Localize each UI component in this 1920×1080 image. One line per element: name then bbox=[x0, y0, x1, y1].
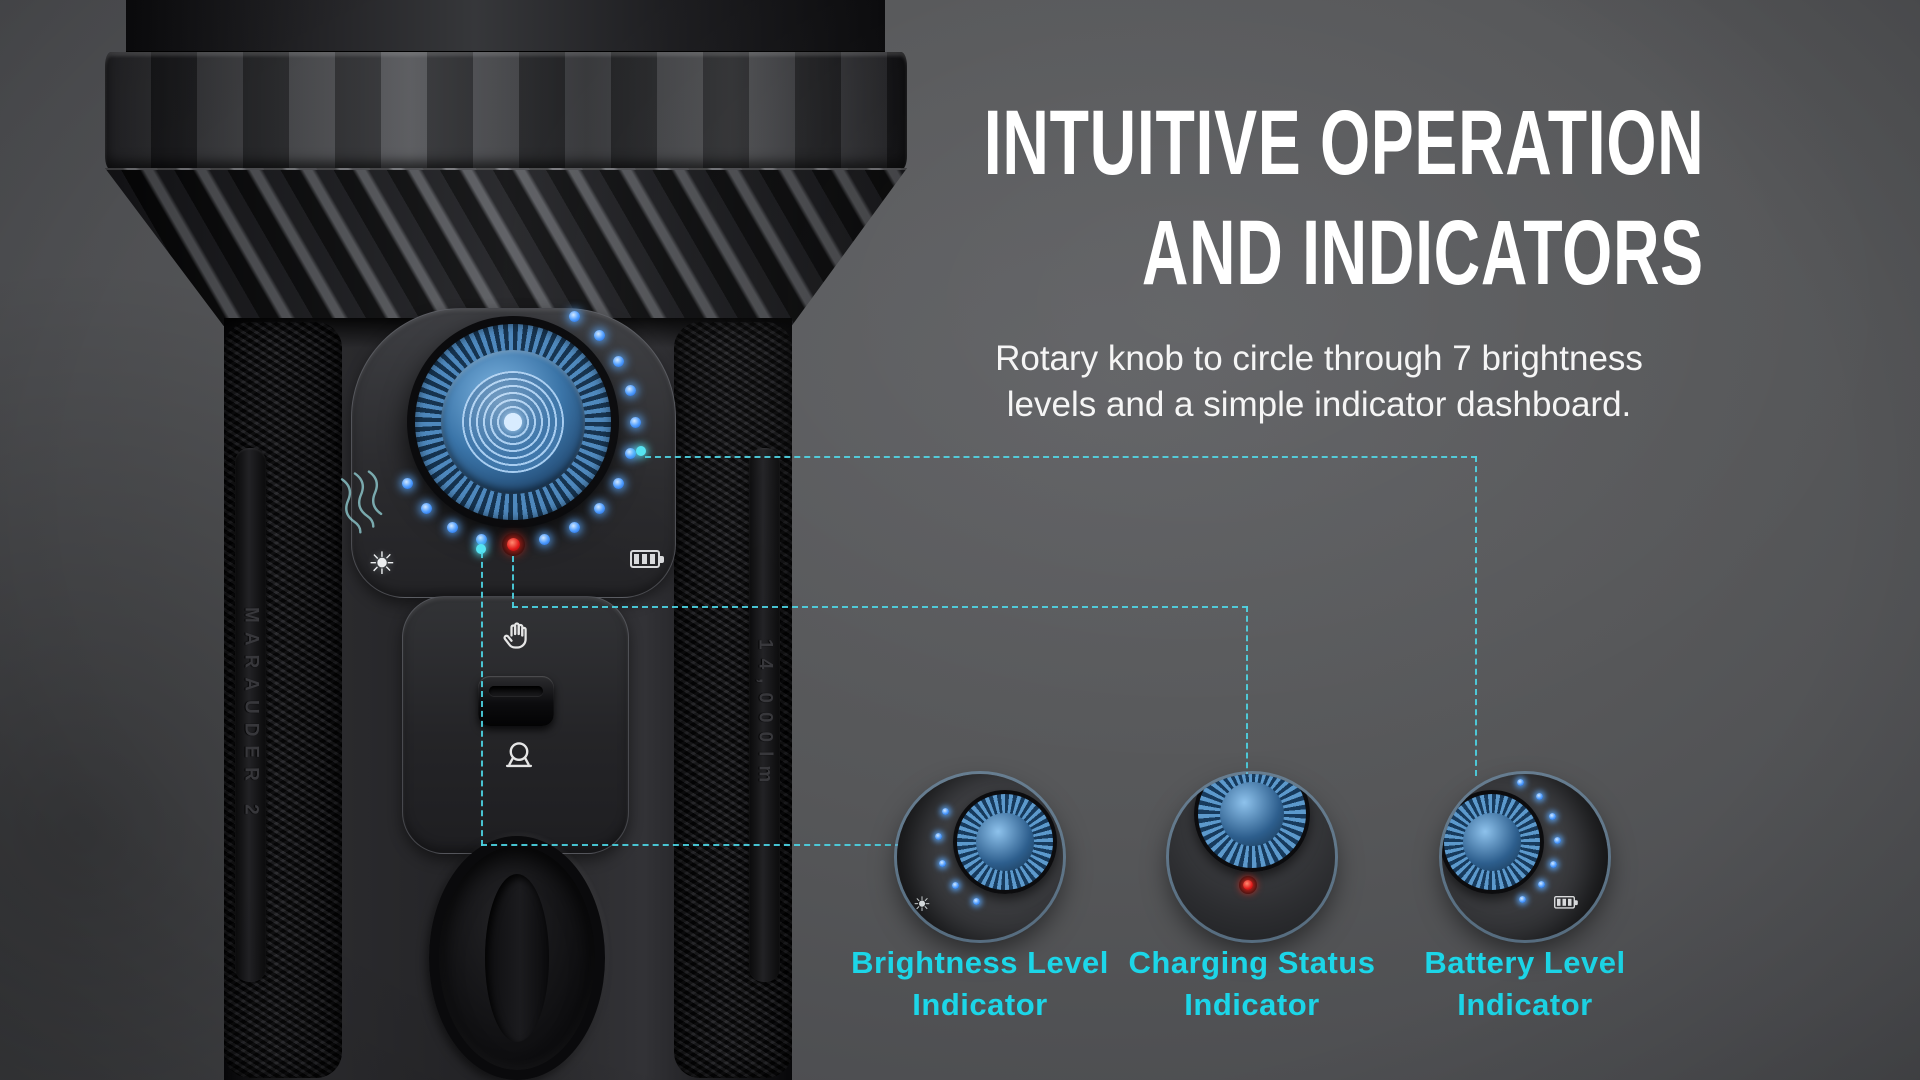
mini-led bbox=[942, 808, 949, 815]
mini-led bbox=[1517, 779, 1524, 786]
spec-strip: 14,000lm bbox=[749, 448, 780, 982]
mini-rotary-knob bbox=[953, 790, 1057, 894]
mini-led bbox=[1554, 837, 1561, 844]
brightness-led bbox=[629, 416, 641, 428]
mini-sun-icon: ☀ bbox=[913, 894, 931, 916]
page-title: INTUITIVE OPERATION AND INDICATORS bbox=[675, 88, 1704, 308]
mini-led bbox=[1550, 861, 1557, 868]
callout-line-battery-h bbox=[645, 456, 1477, 458]
spec-text: 14,000lm bbox=[754, 638, 776, 792]
mini-rotary-knob bbox=[1442, 790, 1544, 894]
callout-line-charging-v1 bbox=[512, 556, 514, 608]
title-line-2: AND INDICATORS bbox=[1142, 202, 1704, 304]
mini-led bbox=[1549, 813, 1556, 820]
shine-waves-icon bbox=[340, 470, 383, 534]
callout-line-brightness-h bbox=[481, 844, 901, 846]
brightness-led bbox=[625, 448, 637, 460]
subtitle: Rotary knob to circle through 7 brightne… bbox=[934, 336, 1704, 428]
mini-led bbox=[935, 833, 942, 840]
title-line-1: INTUITIVE OPERATION bbox=[983, 92, 1704, 194]
callout-line-brightness-v bbox=[481, 552, 483, 846]
rotary-knob bbox=[407, 316, 619, 528]
brightness-led bbox=[593, 330, 605, 342]
brightness-led bbox=[568, 310, 580, 322]
callout-line-charging-h bbox=[512, 606, 1248, 608]
brightness-led bbox=[625, 384, 637, 396]
brand-strip: MARAUDER 2 bbox=[235, 448, 266, 982]
brightness-led bbox=[446, 522, 458, 534]
mini-led bbox=[952, 882, 959, 889]
callout-dot-brightness bbox=[476, 544, 486, 554]
rotary-knob-center bbox=[504, 413, 522, 431]
flashlight-cooling-fins bbox=[105, 168, 907, 326]
switch-panel bbox=[402, 596, 629, 854]
proximity-hand-icon bbox=[503, 622, 527, 649]
brightness-led bbox=[568, 522, 580, 534]
inset-brightness-level: ☀ bbox=[897, 774, 1063, 940]
brightness-led bbox=[401, 477, 413, 489]
callout-label-charging: Charging Status Indicator bbox=[1128, 945, 1376, 1022]
mini-led bbox=[939, 860, 946, 867]
mini-rotary-knob bbox=[1194, 774, 1310, 872]
brightness-led bbox=[539, 534, 551, 546]
mini-led bbox=[973, 898, 980, 905]
mini-led bbox=[1519, 896, 1526, 903]
mini-battery-icon bbox=[1554, 896, 1578, 909]
brightness-led bbox=[613, 355, 625, 367]
battery-icon bbox=[630, 550, 664, 568]
callout-dot-battery bbox=[636, 446, 646, 456]
spotlight-icon bbox=[505, 742, 533, 768]
charging-led bbox=[506, 537, 520, 551]
subtitle-line-2: levels and a simple indicator dashboard. bbox=[1006, 385, 1632, 424]
brightness-led bbox=[613, 477, 625, 489]
inset-battery-level bbox=[1442, 774, 1608, 940]
brightness-led bbox=[475, 534, 487, 546]
callout-line-charging-v2 bbox=[1246, 606, 1248, 778]
led-ring bbox=[383, 292, 643, 552]
brightness-sun-icon: ☀ bbox=[368, 546, 396, 581]
inset-charging-status bbox=[1169, 774, 1335, 940]
callout-label-brightness: Brightness Level Indicator bbox=[851, 945, 1109, 1022]
callout-line-battery-v bbox=[1475, 456, 1477, 776]
flashlight-head bbox=[126, 0, 885, 54]
mini-charging-led bbox=[1243, 880, 1253, 890]
mount-recess bbox=[429, 836, 605, 1080]
slide-switch bbox=[478, 676, 554, 726]
mini-led bbox=[1538, 881, 1545, 888]
subtitle-line-1: Rotary knob to circle through 7 brightne… bbox=[995, 339, 1643, 378]
brightness-led bbox=[421, 502, 433, 514]
flashlight-head-ring bbox=[105, 52, 907, 170]
brightness-led bbox=[593, 502, 605, 514]
brand-text: MARAUDER 2 bbox=[240, 606, 262, 824]
callout-label-battery: Battery Level Indicator bbox=[1424, 945, 1626, 1022]
mini-led bbox=[1536, 793, 1543, 800]
